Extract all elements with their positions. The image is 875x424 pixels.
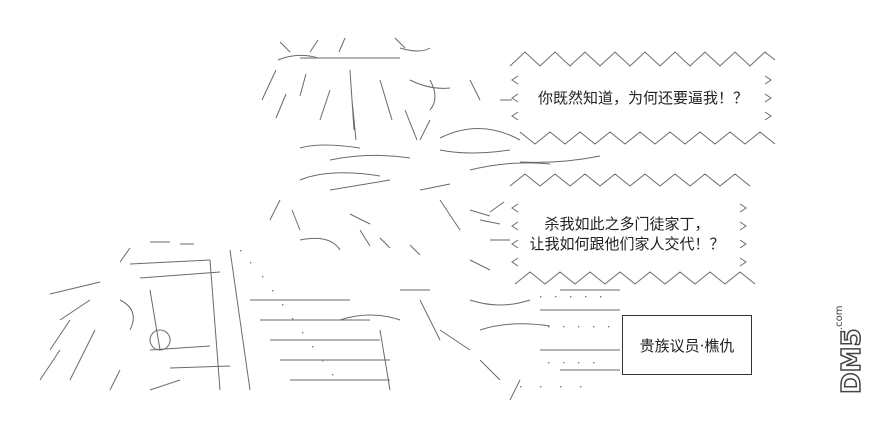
- dm5-watermark-logo: DM5 .com: [834, 305, 868, 394]
- speech-bubble-top-text: 你既然知道，为何还要逼我！？: [537, 89, 748, 107]
- character-name-label: 贵族议员·樵仇: [639, 337, 735, 355]
- speech-bubble-middle-line2: 让我如何跟他们家人交代！？: [529, 235, 725, 253]
- character-name-box: 贵族议员·樵仇: [622, 315, 752, 375]
- figure-hair: [261, 37, 601, 191]
- shading-dots: [240, 250, 610, 388]
- figure-body: [39, 237, 620, 401]
- speech-bubble-middle-outline: [489, 173, 756, 285]
- speech-bubble-middle: 杀我如此之多门徒家丁， 让我如何跟他们家人交代！？: [512, 214, 742, 258]
- speech-bubble-top-outline: [500, 51, 776, 145]
- speech-bubble-middle-line1: 杀我如此之多门徒家丁，: [544, 215, 710, 233]
- figure-face: [269, 183, 501, 271]
- svg-text:DM5: DM5: [837, 328, 867, 394]
- speech-bubble-top: 你既然知道，为何还要逼我！？: [520, 88, 766, 112]
- svg-text:.com: .com: [834, 305, 845, 330]
